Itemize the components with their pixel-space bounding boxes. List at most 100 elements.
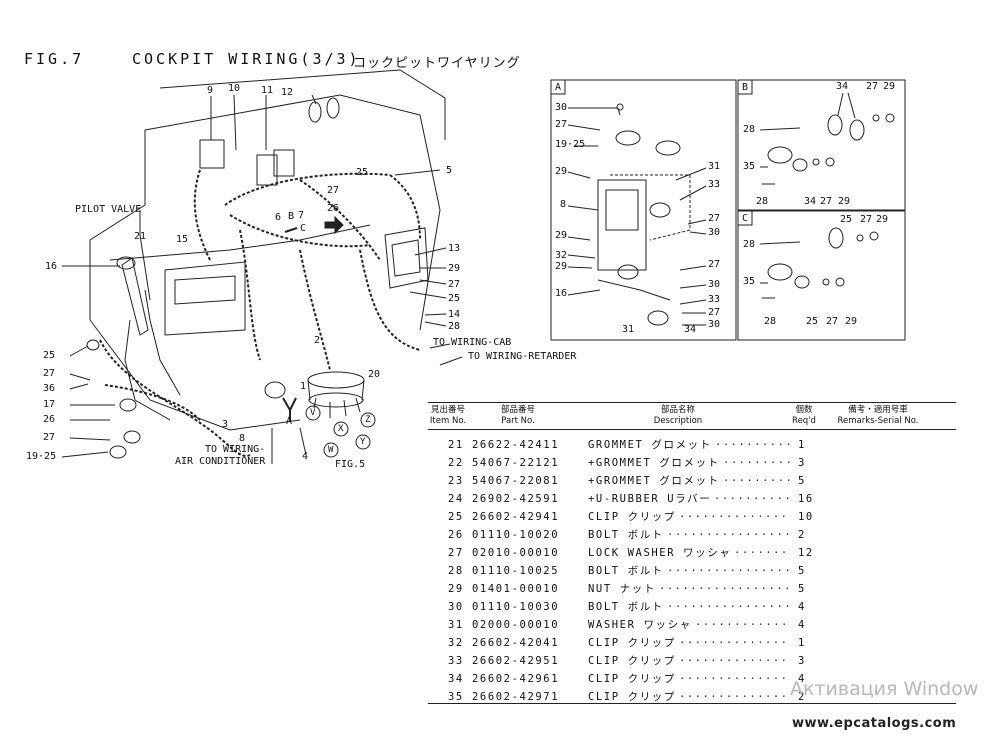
header-part-en: Part No. bbox=[501, 416, 535, 426]
inset-c-callout: 25 bbox=[806, 316, 819, 327]
leader-dots: ·············· bbox=[679, 691, 789, 703]
inset-c-title: C bbox=[742, 213, 749, 224]
quantity: 5 bbox=[798, 583, 806, 595]
callout: B bbox=[288, 211, 295, 222]
inset-c-callout: 25 bbox=[840, 214, 853, 225]
description: CLIP クリップ bbox=[588, 637, 677, 649]
leader-dots: ·············· bbox=[679, 637, 789, 649]
inset-a-callout: 29 bbox=[555, 230, 568, 241]
description: BOLT ボルト bbox=[588, 601, 664, 613]
callout: 9 bbox=[207, 85, 214, 96]
leader-dots: ················ bbox=[667, 565, 793, 577]
callout: 5 bbox=[446, 165, 453, 176]
part-number: 01110-10025 bbox=[472, 565, 560, 577]
callout: 28 bbox=[448, 321, 461, 332]
callout: 25 bbox=[356, 167, 369, 178]
part-number: 54067-22121 bbox=[472, 457, 560, 469]
callout: 20 bbox=[368, 369, 381, 380]
circled-letter: X bbox=[338, 424, 344, 434]
table-bottom-rule bbox=[428, 703, 956, 704]
inset-c-callout: 27 bbox=[860, 214, 873, 225]
inset-a-callout: 16 bbox=[555, 288, 568, 299]
inset-c-callout: 27 bbox=[826, 316, 839, 327]
inset-a-callout: 32 bbox=[555, 250, 568, 261]
item-number: 22 bbox=[448, 457, 464, 469]
inset-a-callout: 30 bbox=[708, 319, 721, 330]
description: CLIP クリップ bbox=[588, 673, 677, 685]
callout: 6 bbox=[275, 212, 282, 223]
header-item-en: Item No. bbox=[429, 416, 467, 426]
item-number: 28 bbox=[448, 565, 464, 577]
callout: 27 bbox=[43, 432, 56, 443]
header-item-jp: 見出番号 bbox=[430, 405, 465, 415]
circled-letter: V bbox=[310, 408, 316, 418]
inset-a-callout: 31 bbox=[622, 324, 635, 335]
part-number: 01110-10030 bbox=[472, 601, 560, 613]
leader-dots: ················ bbox=[667, 529, 793, 541]
part-number: 02000-00010 bbox=[472, 619, 560, 631]
to-wiring-ac-label-1: TO WIRING- bbox=[205, 444, 266, 455]
callout: 29 bbox=[448, 263, 461, 274]
quantity: 4 bbox=[798, 601, 806, 613]
callout: 17 bbox=[43, 399, 56, 410]
callout: 16 bbox=[45, 261, 58, 272]
pilot-valve-label: PILOT VALVE bbox=[75, 204, 142, 215]
header-desc-en: Description bbox=[653, 416, 703, 426]
part-number: 01110-10020 bbox=[472, 529, 560, 541]
quantity: 12 bbox=[798, 547, 814, 559]
leader-dots: ······· bbox=[734, 547, 789, 559]
part-number: 26902-42591 bbox=[472, 493, 560, 505]
callout: 21 bbox=[134, 231, 147, 242]
callout: 27 bbox=[327, 185, 340, 196]
inset-a-callout: 8 bbox=[560, 199, 567, 210]
inset-a-callout: 27 bbox=[555, 119, 568, 130]
fig5-reference: FIG.5 bbox=[335, 459, 366, 470]
item-number: 21 bbox=[448, 439, 464, 451]
inset-b-title: B bbox=[742, 82, 749, 93]
inset-b-callout: 34 bbox=[804, 196, 817, 207]
leader-dots: ·············· bbox=[679, 673, 789, 685]
inset-a-callout: 33 bbox=[708, 179, 721, 190]
inset-a-callout: 29 bbox=[555, 166, 568, 177]
quantity: 3 bbox=[798, 457, 806, 469]
leader-dots: ·············· bbox=[679, 655, 789, 667]
description: WASHER ワッシャ bbox=[588, 619, 692, 631]
callout: 10 bbox=[228, 83, 241, 94]
inset-a-callout: 30 bbox=[708, 227, 721, 238]
header-part-jp: 部品番号 bbox=[500, 405, 535, 415]
callout: 11 bbox=[261, 85, 274, 96]
item-number: 23 bbox=[448, 475, 464, 487]
item-number: 35 bbox=[448, 691, 464, 703]
figure-title-japanese: コックピットワイヤリング bbox=[353, 56, 521, 71]
description: CLIP クリップ bbox=[588, 655, 677, 667]
quantity: 4 bbox=[798, 673, 806, 685]
inset-a-callout: 27 bbox=[708, 307, 721, 318]
callout: 26 bbox=[43, 414, 56, 425]
inset-b-callout: 28 bbox=[756, 196, 769, 207]
callout: C bbox=[300, 223, 307, 234]
quantity: 2 bbox=[798, 529, 806, 541]
item-number: 31 bbox=[448, 619, 464, 631]
quantity: 1 bbox=[798, 439, 806, 451]
inset-c-callout: 29 bbox=[876, 214, 889, 225]
parts-table: 見出番号 Item No. 部品番号 Part No. 部品名称 Descrip… bbox=[428, 402, 956, 706]
part-number: 01401-00010 bbox=[472, 583, 560, 595]
callout: 27 bbox=[43, 368, 56, 379]
figure-title: COCKPIT WIRING(3/3) bbox=[132, 50, 361, 68]
callout: 25 bbox=[448, 293, 461, 304]
quantity: 16 bbox=[798, 493, 814, 505]
callout: 13 bbox=[448, 243, 461, 254]
item-number: 33 bbox=[448, 655, 464, 667]
part-number: 54067-22081 bbox=[472, 475, 560, 487]
inset-a-callout: 30 bbox=[555, 102, 568, 113]
